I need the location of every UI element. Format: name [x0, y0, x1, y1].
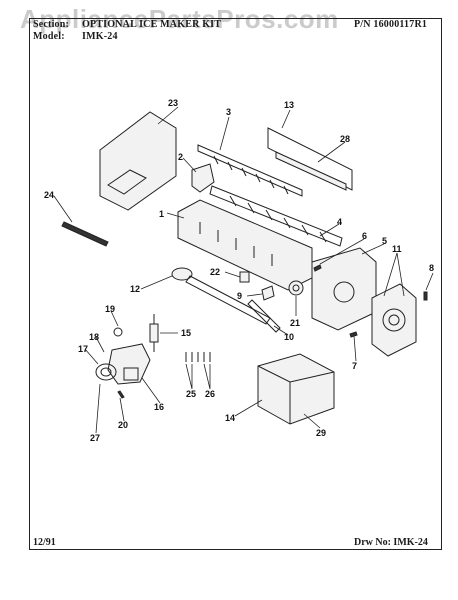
part-16-water-valve — [95, 343, 151, 385]
part-9 — [261, 285, 275, 301]
callout-21: 21 — [290, 318, 300, 328]
part-8-screw — [423, 291, 428, 301]
callout-11: 11 — [392, 244, 402, 254]
callout-24: 24 — [44, 190, 54, 200]
part-28-strip — [275, 151, 347, 191]
part-5-housing — [311, 247, 377, 331]
part-13-plate — [267, 127, 353, 191]
callout-1: 1 — [159, 209, 164, 219]
section-label: Section: — [33, 19, 70, 30]
part-3-ejector — [197, 144, 303, 197]
part-2-bracket — [191, 163, 215, 193]
watermark: AppliancePartsPros.com — [20, 4, 339, 34]
callout-25: 25 — [186, 389, 196, 399]
part-11-motor — [371, 283, 417, 357]
part-number: P/N 16000117R1 — [354, 19, 428, 30]
callout-13: 13 — [284, 100, 294, 110]
callout-12: 12 — [130, 284, 140, 294]
callout-7: 7 — [352, 361, 357, 371]
callout-9: 9 — [237, 291, 242, 301]
model-value: IMK-24 — [82, 31, 118, 42]
drawing-frame — [29, 18, 442, 550]
callout-10: 10 — [284, 332, 294, 342]
part-20-screw — [117, 390, 125, 399]
part-10-lever — [247, 299, 281, 333]
callout-4: 4 — [337, 217, 342, 227]
leader-lines — [53, 106, 434, 434]
callout-8: 8 — [429, 263, 434, 273]
callout-6: 6 — [362, 231, 367, 241]
part-15-fitting — [149, 314, 159, 352]
callout-2: 2 — [178, 152, 183, 162]
callout-26: 26 — [205, 389, 215, 399]
part-12-arm — [171, 267, 271, 325]
callout-29: 29 — [316, 428, 326, 438]
callout-22: 22 — [210, 267, 220, 277]
part-25-26-screws — [185, 352, 211, 362]
part-24-rod — [61, 221, 109, 247]
part-21-gear — [288, 280, 304, 296]
model-label: Model: — [33, 31, 65, 42]
part-22 — [239, 271, 250, 283]
part-4-stripper — [209, 185, 343, 247]
footer-drawing-number: Drw No: IMK-24 — [354, 537, 428, 548]
callout-20: 20 — [118, 420, 128, 430]
callout-16: 16 — [154, 402, 164, 412]
callout-23: 23 — [168, 98, 178, 108]
callout-18: 18 — [89, 332, 99, 342]
callout-15: 15 — [181, 328, 191, 338]
callout-27: 27 — [90, 433, 100, 443]
part-23-shield — [99, 111, 177, 211]
callout-17: 17 — [78, 344, 88, 354]
part-19-washer — [113, 327, 123, 337]
part-29-bin — [257, 353, 335, 425]
callout-5: 5 — [382, 236, 387, 246]
callout-28: 28 — [340, 134, 350, 144]
callout-labels: 1 2 3 4 5 6 7 8 9 10 11 12 13 14 15 16 1… — [44, 98, 434, 443]
footer-date: 12/91 — [33, 537, 56, 548]
callout-3: 3 — [226, 107, 231, 117]
part-7-screw — [349, 331, 358, 338]
callout-14: 14 — [225, 413, 235, 423]
section-title: OPTIONAL ICE MAKER KIT — [82, 19, 222, 30]
part-6-screw — [313, 264, 322, 272]
callout-19: 19 — [105, 304, 115, 314]
